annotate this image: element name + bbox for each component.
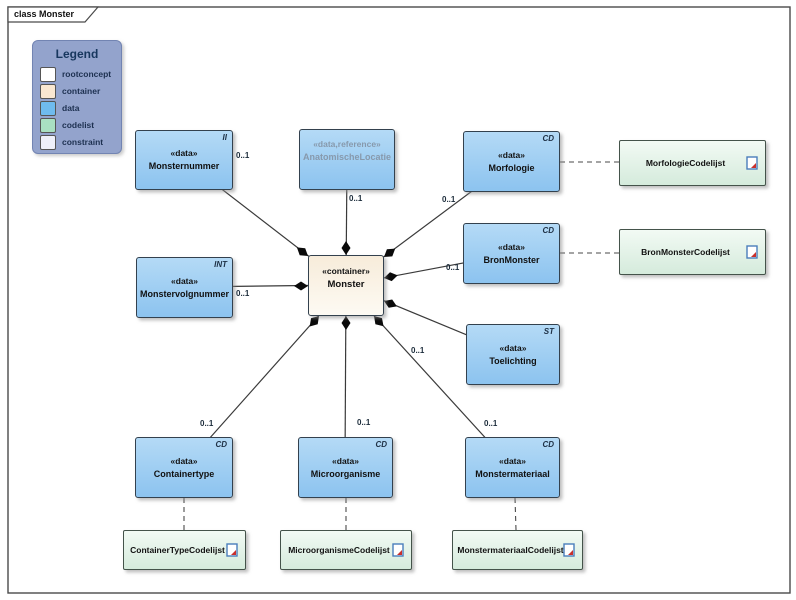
document-icon xyxy=(746,245,758,259)
stereotype: «data» xyxy=(499,455,526,466)
document-icon xyxy=(392,543,404,557)
codelist-name: BronMonsterCodelijst xyxy=(641,247,730,257)
node-morfologie[interactable]: CD «data» Morfologie xyxy=(463,131,560,192)
type-code: CD xyxy=(542,226,554,235)
legend-label: codelist xyxy=(62,120,95,130)
node-bronmonster[interactable]: CD «data» BronMonster xyxy=(463,223,560,284)
node-containertype-codelijst[interactable]: ContainerTypeCodelijst xyxy=(123,530,246,570)
stereotype: «container» xyxy=(322,266,370,276)
node-containertype[interactable]: CD «data» Containertype xyxy=(135,437,233,498)
stereotype: «data» xyxy=(498,241,525,252)
data-swatch-icon xyxy=(40,100,56,116)
diamond-icon xyxy=(296,247,308,256)
multiplicity-microorganisme: 0..1 xyxy=(357,418,371,427)
composition-diamonds xyxy=(294,241,398,330)
node-name: AnatomischeLocatie xyxy=(302,152,392,162)
document-icon xyxy=(746,156,758,170)
codelist-name: ContainerTypeCodelijst xyxy=(130,545,225,555)
legend-item-container: container xyxy=(40,83,121,99)
document-icon xyxy=(226,543,238,557)
diagram-title: class Monster xyxy=(14,9,75,19)
type-code: INT xyxy=(214,260,227,269)
node-monster[interactable]: «container» Monster xyxy=(308,255,384,316)
legend: Legend rootconcept container data codeli… xyxy=(32,40,122,154)
node-monstermateriaal-codelijst[interactable]: MonstermateriaalCodelijst xyxy=(452,530,583,570)
legend-title: Legend xyxy=(55,47,99,61)
node-bronmonster-codelijst[interactable]: BronMonsterCodelijst xyxy=(619,229,766,275)
node-microorganisme[interactable]: CD «data» Microorganisme xyxy=(298,437,393,498)
legend-label: container xyxy=(62,86,101,96)
legend-label: data xyxy=(62,103,80,113)
diamond-icon xyxy=(341,241,351,255)
document-icon xyxy=(563,543,575,557)
legend-item-rootconcept: rootconcept xyxy=(40,66,121,82)
legend-item-codelist: codelist xyxy=(40,117,121,133)
legend-item-data: data xyxy=(40,100,121,116)
diagram-tab xyxy=(7,6,100,23)
node-name: Morfologie xyxy=(488,162,535,173)
type-code: CD xyxy=(375,440,387,449)
rootconcept-swatch-icon xyxy=(40,66,56,82)
stereotype: «data» xyxy=(170,148,198,158)
legend-label: rootconcept xyxy=(62,69,112,79)
diamond-icon xyxy=(341,316,351,330)
multiplicity-bronmonster: 0..1 xyxy=(446,263,460,272)
node-name: Microorganisme xyxy=(310,468,381,479)
node-anatomischelocatie[interactable]: «data,reference» AnatomischeLocatie xyxy=(299,129,395,190)
node-name: Monstervolgnummer xyxy=(139,288,229,299)
stereotype: «data» xyxy=(499,342,527,353)
multiplicity-anatomischelocatie: 0..1 xyxy=(349,194,363,203)
multiplicity-morfologie: 0..1 xyxy=(442,195,456,204)
diagram-frame xyxy=(7,6,791,594)
type-code: CD xyxy=(542,134,554,143)
node-name: Toelichting xyxy=(489,355,537,366)
diamond-icon xyxy=(309,316,319,327)
node-name: Monster xyxy=(327,279,365,290)
node-toelichting[interactable]: ST «data» Toelichting xyxy=(466,324,560,385)
node-name: Monstermateriaal xyxy=(475,468,550,479)
node-monsternummer[interactable]: II «data» Monsternummer xyxy=(135,130,233,190)
multiplicity-toelichting: 0..1 xyxy=(411,346,425,355)
stereotype: «data» xyxy=(170,455,198,466)
legend-label: constraint xyxy=(62,137,104,147)
diamond-icon xyxy=(384,299,397,308)
diamond-icon xyxy=(384,272,398,282)
type-code: II xyxy=(222,133,227,142)
node-name: Containertype xyxy=(153,468,215,479)
type-code: ST xyxy=(543,327,554,336)
multiplicity-monsternummer: 0..1 xyxy=(236,151,250,160)
type-code: CD xyxy=(542,440,554,449)
node-monstervolgnummer[interactable]: INT «data» Monstervolgnummer xyxy=(136,257,233,318)
diamond-icon xyxy=(384,248,396,257)
connector-monstermateriaal-codelijst[interactable] xyxy=(514,497,517,531)
codelist-name: MorfologieCodelijst xyxy=(645,158,726,168)
container-swatch-icon xyxy=(40,83,56,99)
legend-item-constraint: constraint xyxy=(40,134,121,150)
codelist-swatch-icon xyxy=(40,117,56,133)
type-code: CD xyxy=(215,440,227,449)
stereotype: «data» xyxy=(332,455,359,466)
diamond-icon xyxy=(294,281,308,291)
multiplicity-monstermateriaal: 0..1 xyxy=(484,419,498,428)
node-morfologie-codelijst[interactable]: MorfologieCodelijst xyxy=(619,140,766,186)
multiplicity-monstervolgnummer: 0..1 xyxy=(236,289,250,298)
node-microorganisme-codelijst[interactable]: MicroorganismeCodelijst xyxy=(280,530,412,570)
codelist-name: MonstermateriaalCodelijst xyxy=(457,545,564,555)
codelist-connectors xyxy=(183,161,619,531)
multiplicity-containertype: 0..1 xyxy=(200,419,214,428)
diamond-icon xyxy=(374,316,384,327)
stereotype: «data» xyxy=(498,149,525,160)
stereotype: «data» xyxy=(171,275,198,286)
node-name: BronMonster xyxy=(483,254,540,265)
constraint-swatch-icon xyxy=(40,134,56,150)
stereotype: «data,reference» xyxy=(313,139,381,149)
node-name: Monsternummer xyxy=(148,161,220,171)
node-monstermateriaal[interactable]: CD «data» Monstermateriaal xyxy=(465,437,560,498)
codelist-name: MicroorganismeCodelijst xyxy=(288,545,390,555)
